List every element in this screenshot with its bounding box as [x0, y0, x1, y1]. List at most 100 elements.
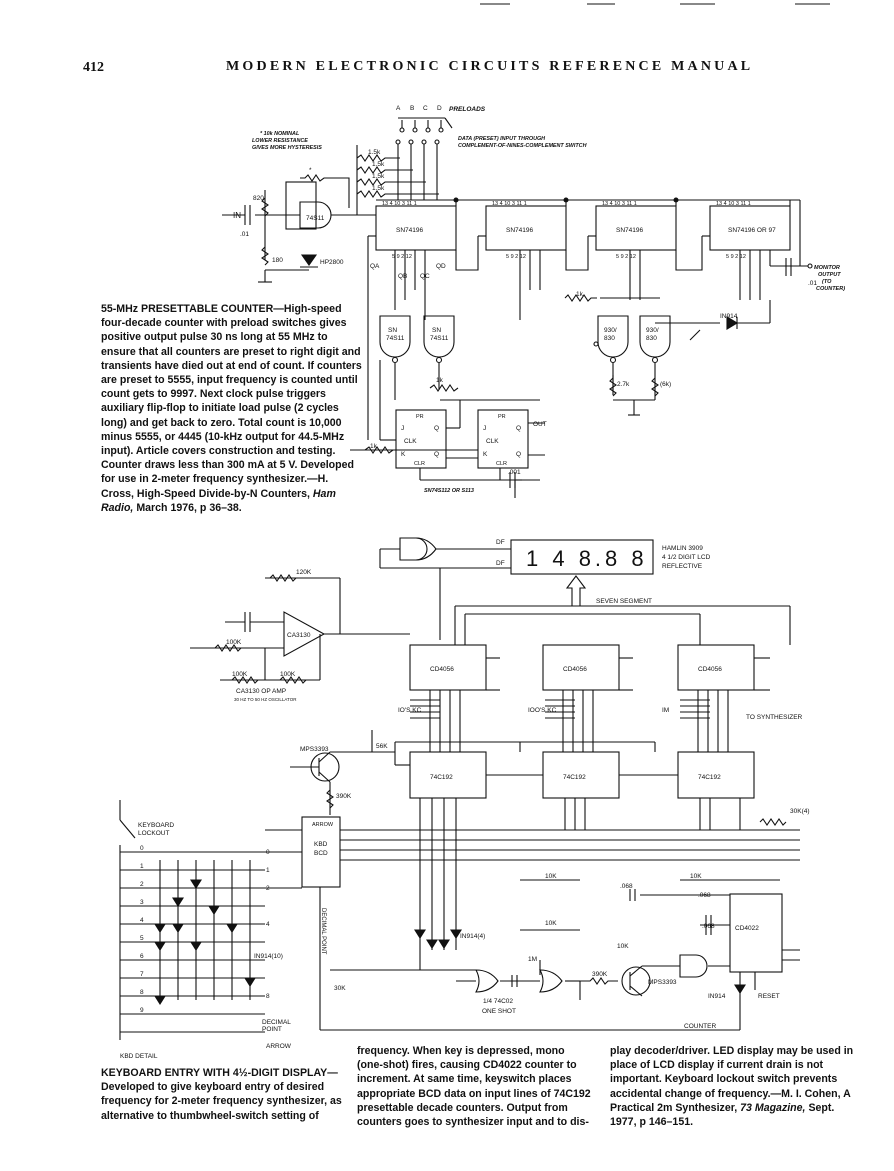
r-1k-b: 1k — [436, 377, 444, 384]
counter-chain — [357, 197, 813, 440]
pins-bot-3: 5 9 2 12 — [616, 254, 636, 260]
monitor-1: MONITOR — [814, 265, 840, 271]
monitor-2: OUTPUT — [818, 272, 841, 278]
opamp-caption-2: 30 HZ TO 50 HZ OSCILLATOR — [234, 697, 297, 702]
key-8: 8 — [140, 989, 144, 996]
cd4022: CD4022 — [735, 925, 759, 932]
r-1m: 1M — [528, 956, 537, 963]
one-shot-1: 1/4 74C02 — [483, 998, 513, 1005]
preloads-label: PRELOADS — [449, 106, 486, 113]
transistor-1: MPS3393 — [300, 746, 329, 753]
r-180: 180 — [272, 257, 283, 264]
keyboard-switch-matrix — [119, 800, 265, 1040]
df-label-1: DF — [496, 539, 505, 546]
kbd-detail: KBD DETAIL — [120, 1053, 158, 1060]
figure1-caption-body: High-speed four-decade counter with prel… — [101, 303, 362, 500]
note-line-2: LOWER RESISTANCE — [252, 138, 308, 144]
q-c: QC — [420, 273, 430, 280]
figure2-caption-col3: play decoder/driver. LED display may be … — [610, 1044, 860, 1129]
decimal-point-1: DECIMAL — [262, 1019, 291, 1026]
kbd-bcd-1: KBD — [314, 841, 328, 848]
r-390k-2: 390K — [592, 971, 608, 978]
key-6: 6 — [140, 953, 144, 960]
opamp-label: CA3130 — [287, 632, 311, 639]
transistor-2: MPS3393 — [648, 979, 677, 986]
kbd-lockout-2: LOCKOUT — [138, 830, 169, 837]
pins-top-2: 13 4 10 3 11 1 — [492, 201, 527, 207]
ff2-clr: CLR — [496, 461, 507, 467]
pins-top-4: 13 4 10 3 11 1 — [716, 201, 751, 207]
q-b: QB — [398, 273, 407, 280]
key-2: 2 — [140, 881, 144, 888]
key-3: 3 — [140, 899, 144, 906]
cap-068-1: .068 — [620, 883, 633, 890]
key-9: 9 — [140, 1007, 144, 1014]
gate-sn-1a: SN — [388, 327, 397, 334]
df-label-2: DF — [496, 560, 505, 567]
counter-192-3: 74C192 — [698, 774, 721, 781]
cap-001: .001 — [508, 469, 521, 476]
monitor-3: (TO — [822, 279, 832, 285]
r-star: * — [309, 167, 312, 174]
opamp-caption-1: CA3130 OP AMP — [236, 688, 286, 695]
figure1-caption-title: 55-MHz PRESETTABLE COUNTER— — [101, 303, 284, 315]
decimal-point-vertical: DECIMAL POINT — [320, 908, 326, 955]
preload-c: C — [423, 105, 428, 112]
r-1-5k-d: 1.5k — [372, 185, 385, 192]
col3-journal: 73 Magazine, — [740, 1101, 806, 1114]
out-0: 0 — [266, 849, 270, 856]
diode-in914: IN914 — [720, 313, 738, 320]
ff-part: SN74S112 OR S113 — [424, 488, 474, 494]
counter-1: SN74196 — [396, 227, 423, 234]
key-0: 0 — [140, 845, 144, 852]
digit-label-1: IO'S KC — [398, 707, 422, 714]
pins-top-1: 13 4 10 3 11 1 — [382, 201, 417, 207]
out-8: 8 — [266, 993, 270, 1000]
counter-label: COUNTER — [684, 1023, 716, 1030]
r-1-5k: 1.5k — [368, 149, 381, 156]
ff2-j: J — [483, 425, 486, 432]
r-56k: 56K — [376, 743, 388, 750]
lcd-digits: 1 4 8.8 8 — [526, 546, 648, 571]
decoder-1: CD4056 — [430, 666, 454, 673]
figure1-caption: 55-MHz PRESETTABLE COUNTER—High-speed fo… — [101, 302, 363, 515]
counter-192-2: 74C192 — [563, 774, 586, 781]
figure2-caption-title: KEYBOARD ENTRY WITH 4½-DIGIT DISPLAY— — [101, 1067, 338, 1079]
to-synthesizer: TO SYNTHESIZER — [746, 714, 803, 721]
ff2-qbar: Q — [516, 451, 521, 458]
page-title: MODERN ELECTRONIC CIRCUITS REFERENCE MAN… — [226, 59, 754, 74]
r-1-5k-c: 1.5k — [372, 173, 385, 180]
gate-930-2a: 930/ — [646, 327, 659, 334]
counter-192-1: 74C192 — [430, 774, 453, 781]
out-label: OUT — [533, 421, 547, 428]
ff1-k: K — [401, 451, 406, 458]
arrow-label: ARROW — [266, 1043, 292, 1050]
out-1: 1 — [266, 867, 270, 874]
ff2-q: Q — [516, 425, 521, 432]
figure2-caption: KEYBOARD ENTRY WITH 4½-DIGIT DISPLAY—Dev… — [101, 1066, 344, 1123]
col3-a: play decoder/driver. LED display may be … — [610, 1045, 854, 1114]
r-10k-3: 10K — [545, 920, 557, 927]
note-line-3: GIVES MORE HYSTERESIS — [252, 145, 322, 151]
cap-01: .01 — [240, 231, 249, 238]
preload-b: B — [410, 105, 414, 112]
r-820: 820 — [253, 195, 264, 202]
r-100k-1: 100K — [226, 639, 242, 646]
lcd-part-3: REFLECTIVE — [662, 563, 703, 570]
key-5: 5 — [140, 935, 144, 942]
ff1-pr: PR — [416, 414, 424, 420]
fig2-labels: 1 4 8.8 8 HAMLIN 3909 4 1/2 DIGIT LCD RE… — [120, 539, 810, 1060]
r-100k-3: 100K — [280, 671, 296, 678]
lcd-part-1: HAMLIN 3909 — [662, 545, 703, 552]
diode-in914-2: IN914 — [708, 993, 726, 1000]
decoder-2: CD4056 — [563, 666, 587, 673]
key-7: 7 — [140, 971, 144, 978]
col3-b: Sept. 1977, p 146–151. — [610, 1101, 835, 1129]
arrow-pin: ARROW — [312, 822, 334, 828]
gate-sn-2a: SN — [432, 327, 441, 334]
r-6k: (6k) — [660, 381, 671, 388]
diode-hp2800: HP2800 — [320, 259, 344, 266]
out-4: 4 — [266, 921, 270, 928]
preload-switches — [395, 117, 453, 200]
